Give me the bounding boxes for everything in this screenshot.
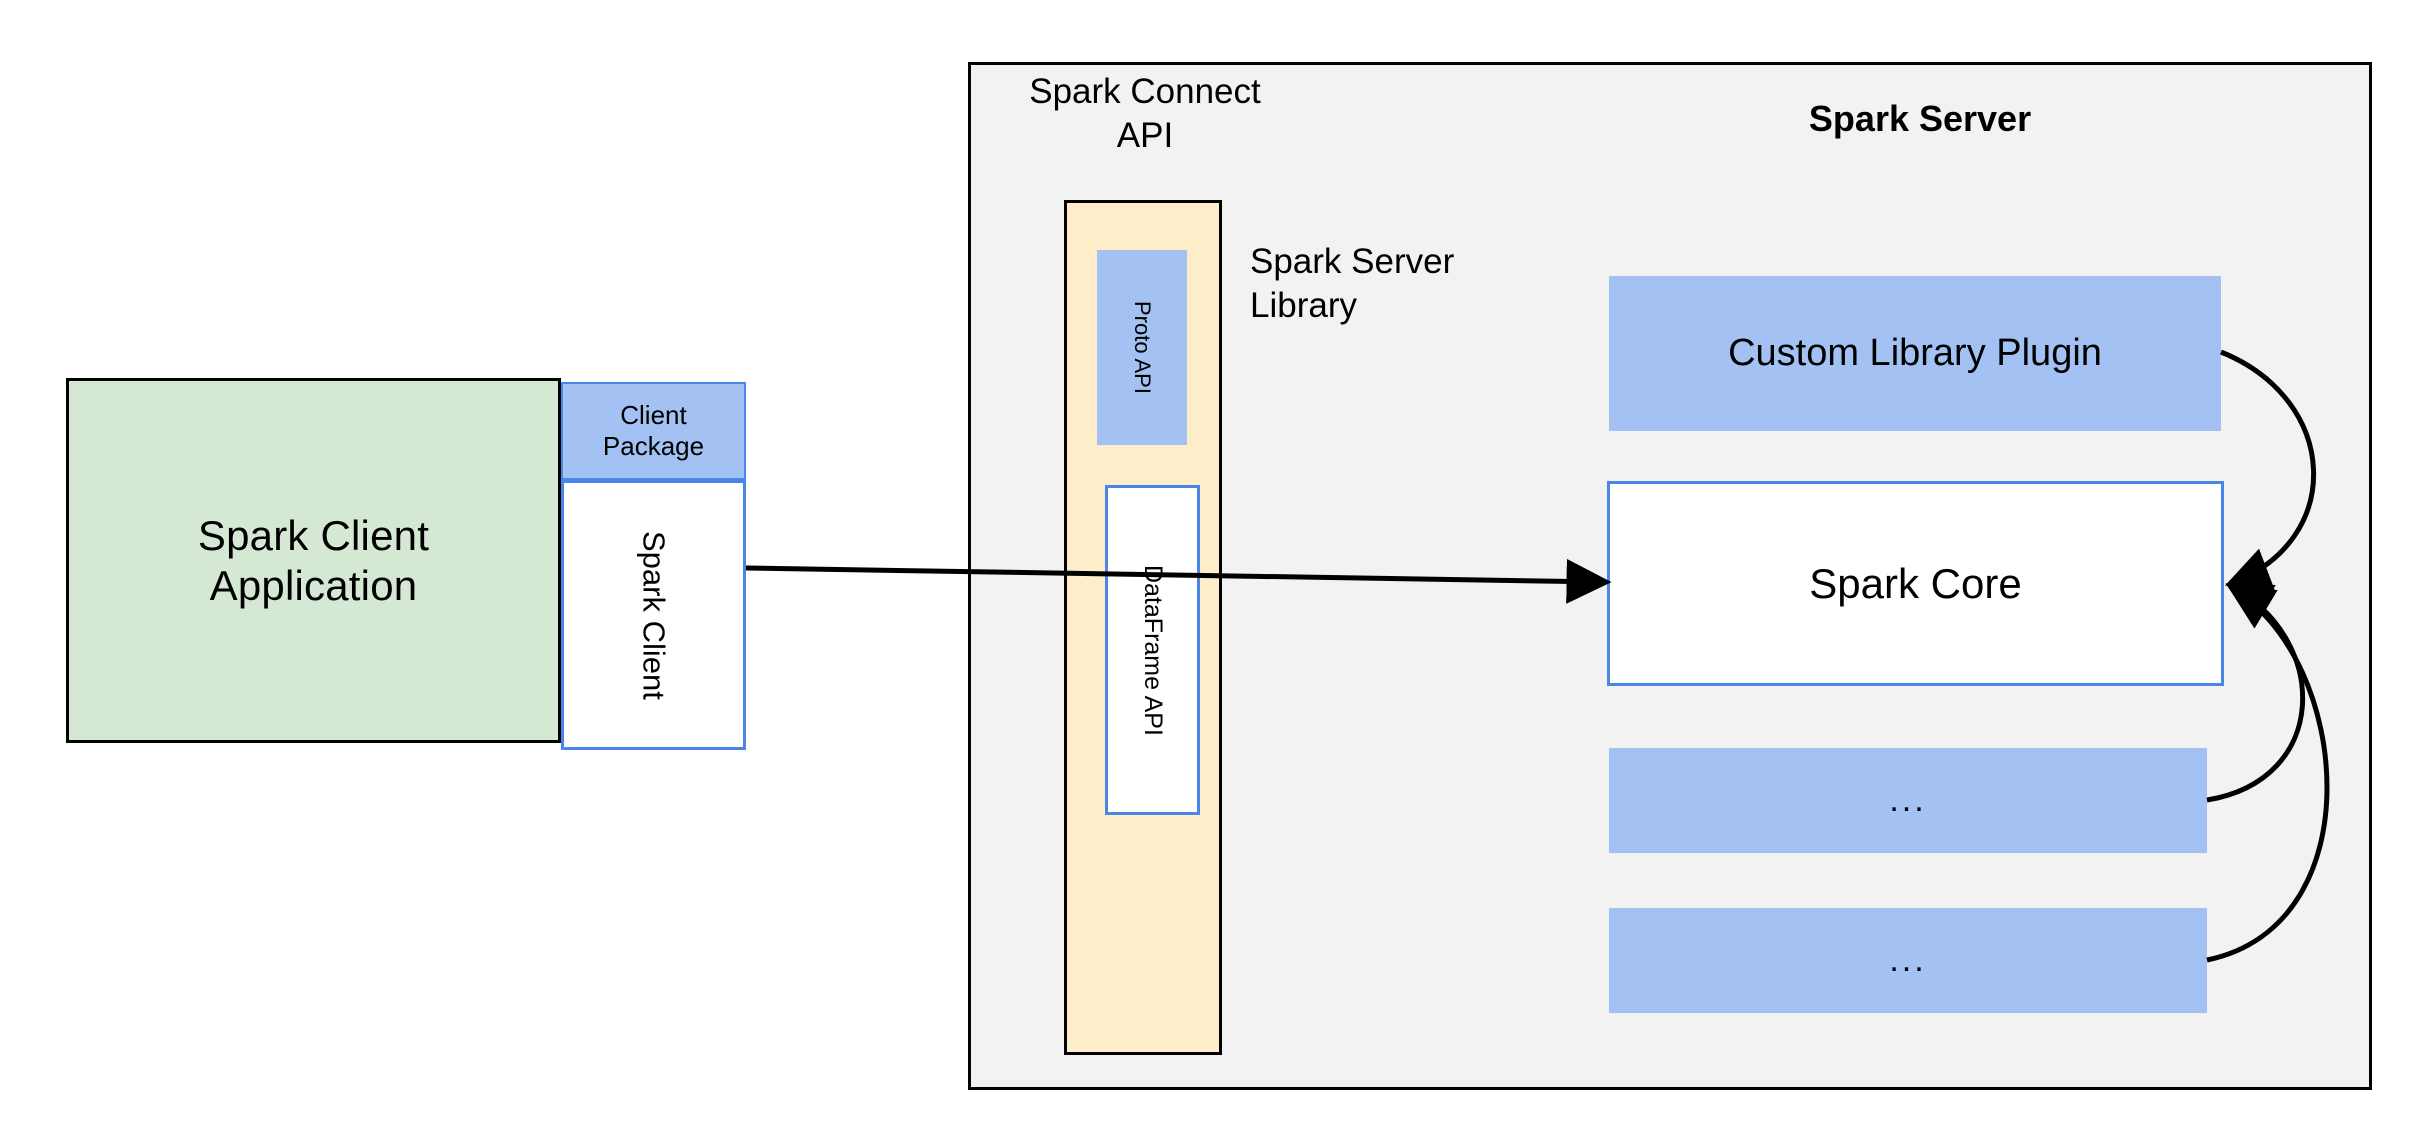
custom-library-plugin-label: Custom Library Plugin — [1728, 332, 2102, 374]
spark-client-application-label-line1: Spark Client — [197, 511, 430, 559]
client-package-label-line2: Package — [602, 431, 705, 461]
spark-client-application-label: Spark Client Application — [198, 511, 429, 610]
ellipsis-two-label: ... — [1889, 941, 1927, 979]
dataframe-api-label: DataFrame API — [1139, 564, 1167, 736]
client-package-label-line1: Client — [620, 399, 687, 430]
spark-server-title: Spark Server — [1808, 98, 2032, 139]
spark-core-label: Spark Core — [1809, 559, 2022, 607]
spark-client-box[interactable]: Spark Client — [561, 480, 746, 750]
proto-api-label: Proto API — [1130, 301, 1155, 394]
spark-client-application-box[interactable]: Spark Client Application — [66, 378, 561, 743]
spark-connect-api-label: Spark Connect API — [1000, 70, 1290, 158]
client-package-box[interactable]: Client Package — [561, 382, 746, 480]
dataframe-api-box[interactable]: DataFrame API — [1105, 485, 1200, 815]
ellipsis-box-two[interactable]: ... — [1609, 908, 2207, 1013]
client-package-label: Client Package — [603, 400, 704, 462]
spark-server-library-label-line1: Spark Server — [1250, 242, 1455, 281]
proto-api-box[interactable]: Proto API — [1097, 250, 1187, 445]
spark-client-application-label-line2: Application — [209, 561, 418, 609]
spark-server-library-label: Spark Server Library — [1250, 240, 1550, 328]
custom-library-plugin-box[interactable]: Custom Library Plugin — [1609, 276, 2221, 431]
spark-server-library-label-line2: Library — [1250, 285, 1357, 325]
spark-connect-api-label-line1: Spark Connect — [1029, 72, 1261, 111]
ellipsis-box-one[interactable]: ... — [1609, 748, 2207, 853]
spark-core-box[interactable]: Spark Core — [1607, 481, 2224, 686]
spark-connect-api-label-line2: API — [1116, 115, 1174, 155]
ellipsis-one-label: ... — [1889, 781, 1927, 819]
spark-client-label: Spark Client — [636, 530, 672, 700]
